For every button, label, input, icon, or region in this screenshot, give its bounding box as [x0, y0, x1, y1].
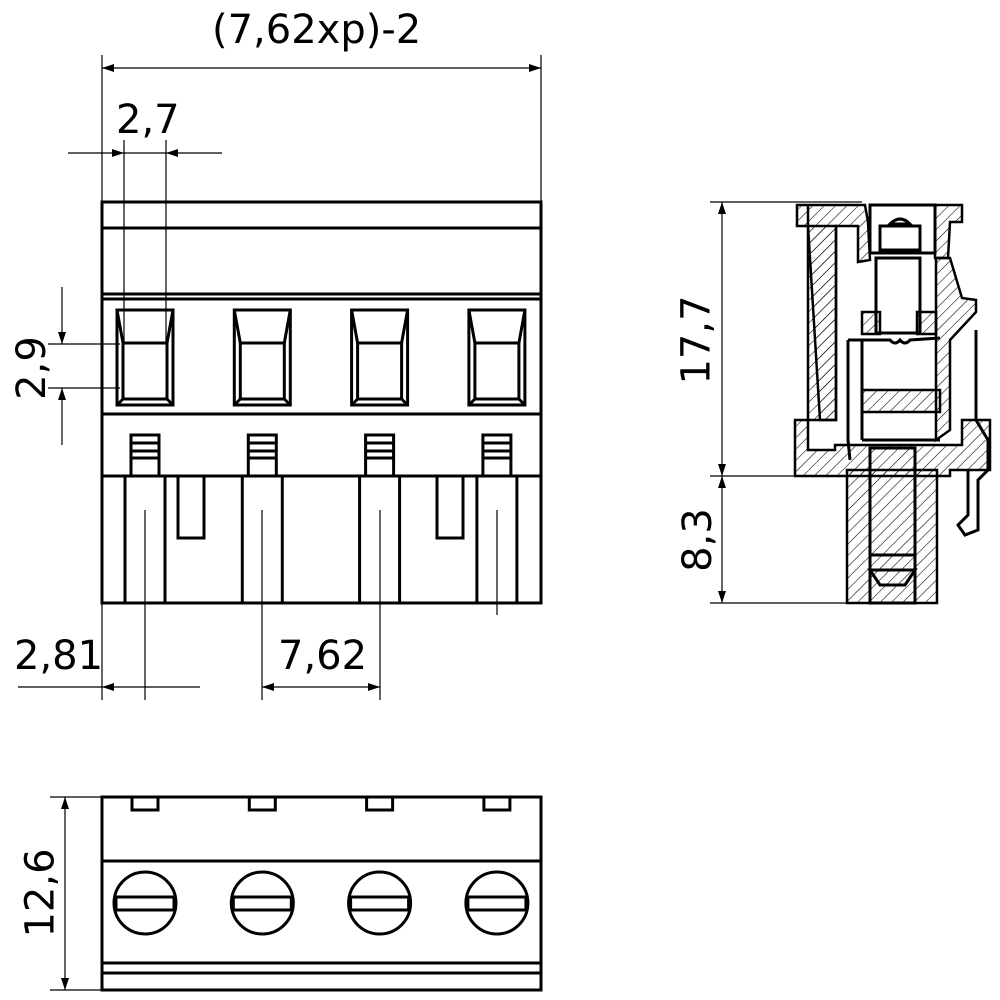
dim-opening-height: 2,9 — [8, 336, 55, 400]
test-rib — [246, 433, 278, 478]
wire-opening — [115, 308, 175, 407]
wire-opening — [467, 308, 527, 407]
screw-slot — [231, 895, 293, 912]
dim-overall-width: (7,62xp)-2 — [212, 7, 422, 53]
side-view — [710, 201, 992, 605]
opening-bevel — [467, 309, 527, 407]
wire-opening-inner — [473, 341, 521, 401]
pole — [350, 308, 410, 603]
top-tab — [365, 795, 395, 812]
top-tab — [247, 795, 277, 812]
top-tab — [482, 795, 512, 812]
pole — [115, 308, 175, 603]
dim-pitch: 7,62 — [278, 633, 368, 679]
test-rib — [481, 433, 513, 478]
dim-upper-height: 17,7 — [673, 295, 720, 385]
opening-bevel — [232, 309, 292, 407]
screw-head-icon — [112, 870, 178, 936]
wire-opening-inner — [238, 341, 286, 401]
bottom-view — [50, 795, 543, 992]
screw-head-icon — [464, 870, 530, 936]
screw — [464, 795, 530, 936]
dim-opening-width: 2,7 — [116, 97, 180, 143]
screw-slot — [466, 895, 528, 912]
screw-slot — [349, 895, 411, 912]
pole — [467, 308, 527, 603]
screw — [112, 795, 178, 936]
pole — [232, 308, 292, 603]
screw-head-icon — [229, 870, 295, 936]
wire-opening-inner — [356, 341, 404, 401]
opening-bevel — [115, 309, 175, 407]
screw — [229, 795, 295, 936]
test-rib — [364, 433, 396, 478]
dim-depth: 12,6 — [17, 848, 64, 938]
wire-opening-inner — [121, 341, 169, 401]
dim-lower-height: 8,3 — [674, 508, 721, 572]
screw-slot — [114, 895, 176, 912]
wire-opening — [232, 308, 292, 407]
test-rib — [129, 433, 161, 478]
top-tab — [130, 795, 160, 812]
front-view — [100, 200, 543, 605]
screw-head-icon — [347, 870, 413, 936]
front-dimensions — [18, 55, 542, 700]
screw — [347, 795, 413, 936]
wire-opening — [350, 308, 410, 407]
dim-edge-to-pin: 2,81 — [14, 633, 104, 679]
opening-bevel — [350, 309, 410, 407]
